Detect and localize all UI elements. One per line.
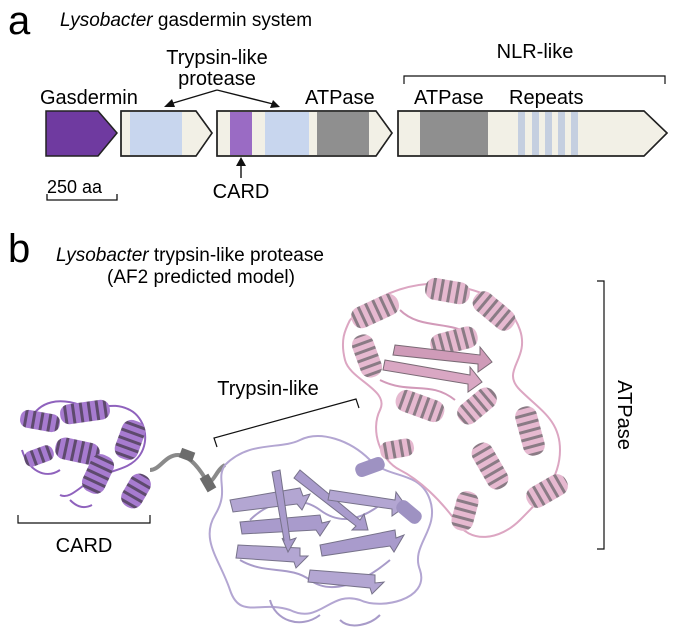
card-label-b: CARD <box>56 535 113 557</box>
card-bracket <box>17 515 151 524</box>
protease-gene-2 <box>216 110 393 157</box>
panel-a-title: Lysobacter gasdermin system <box>60 10 312 31</box>
card-arrow <box>236 157 246 178</box>
trypsin-structure <box>208 435 433 627</box>
card-domain <box>230 112 252 155</box>
repeats-label: Repeats <box>509 87 584 109</box>
nlr-atpase-label: ATPase <box>414 87 484 109</box>
panel-b: b Lysobacter trypsin-like protease (AF2 … <box>8 227 635 627</box>
nlr-bracket <box>403 75 666 84</box>
panel-b-title: Lysobacter trypsin-like protease <box>56 245 324 266</box>
panel-b-subtitle: (AF2 predicted model) <box>107 267 295 288</box>
nlr-gene <box>397 110 669 157</box>
protease-arrows <box>164 89 280 108</box>
atpase-structure <box>341 277 568 538</box>
scale-bar <box>46 194 118 201</box>
gasdermin-gene <box>45 110 118 157</box>
atpase-domain <box>317 112 369 155</box>
atpase-bracket <box>597 280 605 550</box>
trypsin-like-label: Trypsin-like <box>217 378 319 400</box>
trypsin-protease-label-2: protease <box>178 68 256 90</box>
panel-a: a Lysobacter gasdermin system Gasdermin <box>8 0 669 203</box>
panel-b-letter: b <box>8 227 30 271</box>
atpase-label: ATPase <box>305 87 375 109</box>
card-label-a: CARD <box>213 181 270 203</box>
gasdermin-label: Gasdermin <box>40 87 138 109</box>
linker <box>149 452 227 484</box>
nlr-like-label: NLR-like <box>497 41 574 63</box>
scale-bar-label: 250 aa <box>47 177 103 197</box>
card-structure <box>20 399 151 509</box>
protease-gene-1 <box>120 110 213 157</box>
panel-a-letter: a <box>8 0 31 43</box>
trypsin-protease-label-1: Trypsin-like <box>166 47 268 69</box>
trypsin-like-bracket <box>213 398 360 448</box>
atpase-label-b: ATPase <box>613 380 635 450</box>
